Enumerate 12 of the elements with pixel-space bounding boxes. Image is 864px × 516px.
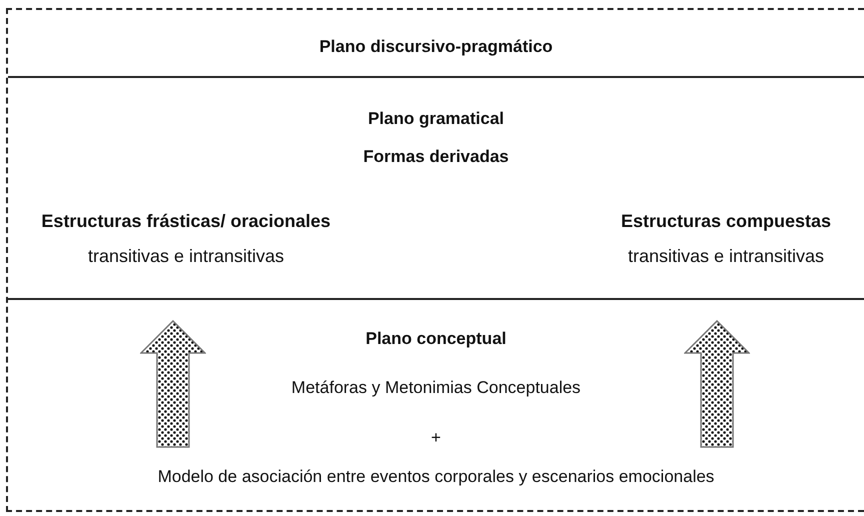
plus-sign: + [430, 427, 442, 449]
subheading: Formas derivadas [362, 146, 510, 168]
band-heading: Plano conceptual [364, 328, 508, 350]
column-text: transitivas e intransitivas [86, 245, 286, 268]
dashed-frame [6, 8, 864, 512]
band-text: Modelo de asociación entre eventos corporales y escenarios emocionales [156, 466, 716, 488]
column-text: transitivas e intransitivas [626, 245, 826, 268]
column-heading: Estructuras frásticas/ oracionales [40, 210, 332, 233]
band-heading: Plano discursivo-pragmático [318, 36, 554, 58]
band-text: Metáforas y Metonimias Conceptuales [290, 377, 582, 399]
band-heading: Plano gramatical [366, 108, 506, 130]
column-heading: Estructuras compuestas [620, 210, 832, 233]
